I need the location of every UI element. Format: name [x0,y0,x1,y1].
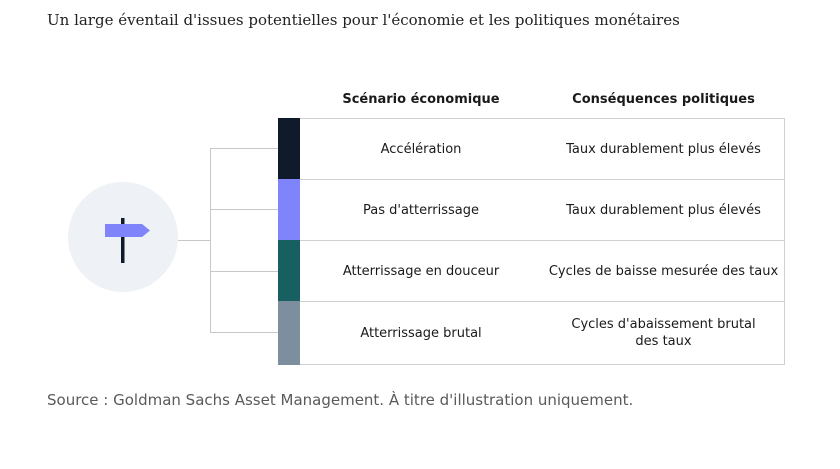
signpost-icon [105,218,150,263]
source-note: Source : Goldman Sachs Asset Management.… [47,391,634,409]
icon-circle [68,182,178,292]
connector-branch-1 [210,148,278,149]
table-row: Atterrissage brutal Cycles d'abaissement… [278,301,785,365]
consequence-cell: Taux durablement plus élevés [566,202,761,218]
connector-branch-4 [210,332,278,333]
header-consequences: Conséquences politiques [572,92,755,107]
scenario-cell: Accélération [380,141,462,157]
consequence-cell: Cycles de baisse mesurée des taux [548,263,779,279]
table-row: Pas d'atterrissage Taux durablement plus… [278,179,785,241]
chart-title: Un large éventail d'issues potentielles … [47,11,680,29]
connector-branch-3 [210,271,278,272]
consequence-cell: Taux durablement plus élevés [566,141,761,157]
scenario-cell: Atterrissage en douceur [342,263,500,279]
header-scenario: Scénario économique [342,92,500,107]
scenario-table: Accélération Taux durablement plus élevé… [278,118,785,365]
table-row: Atterrissage en douceur Cycles de baisse… [278,240,785,302]
scenario-cell: Pas d'atterrissage [363,202,479,218]
scenario-cell: Atterrissage brutal [360,325,482,341]
connector-stem [178,240,210,241]
connector-branch-2 [210,209,278,210]
consequence-cell: Cycles d'abaissement brutal des taux [571,317,756,349]
row-color-swatch [278,301,300,365]
table-row: Accélération Taux durablement plus élevé… [278,118,785,180]
connector-vertical [210,148,211,333]
row-color-swatch [278,240,300,302]
row-color-swatch [278,179,300,241]
row-color-swatch [278,118,300,180]
